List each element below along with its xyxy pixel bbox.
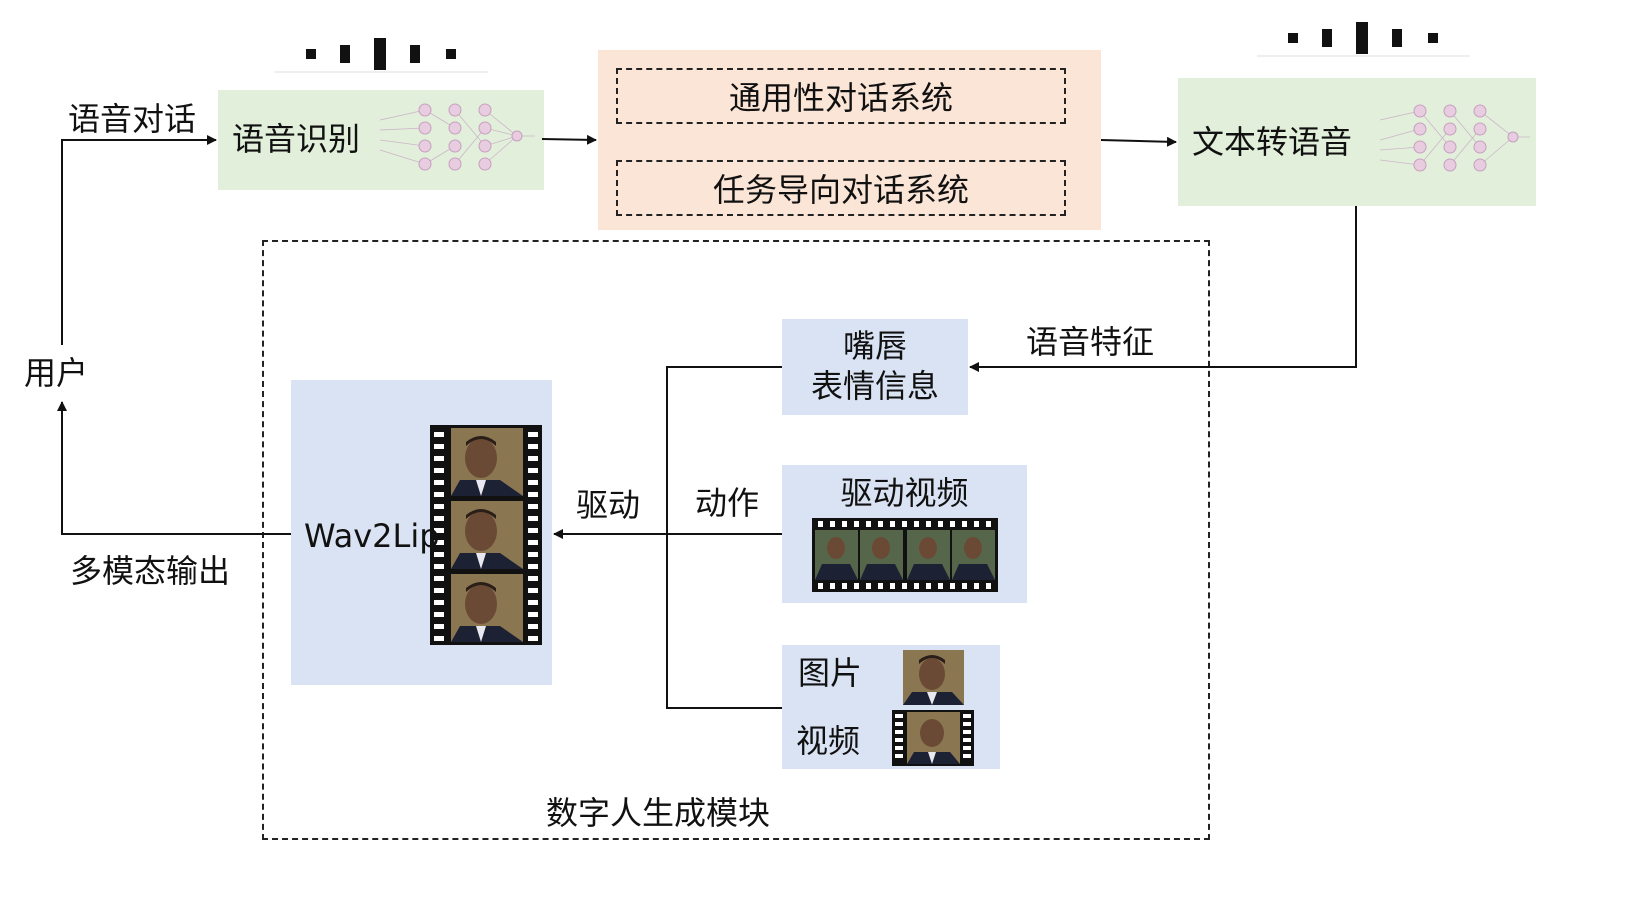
- task-dialog-box: 任务导向对话系统: [616, 160, 1066, 216]
- drive-label: 驱动: [576, 486, 641, 524]
- asr-audio-icon: [306, 38, 456, 70]
- action-label: 动作: [695, 484, 760, 522]
- general-dialog-label: 通用性对话系统: [728, 79, 953, 117]
- user-label: 用户: [24, 354, 89, 392]
- speech-feature-label: 语音特征: [1026, 323, 1155, 361]
- wav2lip-to-user-arrow: [57, 401, 291, 535]
- digital-human-module-frame: [262, 240, 1210, 840]
- user-to-asr-arrow: [61, 135, 217, 345]
- tts-audio-icon: [1288, 22, 1438, 54]
- lip-expression-label-line1: 嘴唇: [842, 327, 907, 365]
- lip-expression-box: [782, 319, 968, 415]
- asr-label: 语音识别: [232, 120, 361, 158]
- voice-dialog-label: 语音对话: [68, 100, 197, 138]
- video-label: 视频: [796, 722, 861, 760]
- drive-video-label: 驱动视频: [840, 474, 969, 512]
- dialog-system-box: [598, 50, 1101, 230]
- dialog-to-tts-arrow: [1100, 136, 1177, 147]
- image-label: 图片: [798, 654, 863, 692]
- module-title-label: 数字人生成模块: [546, 794, 771, 832]
- wav2lip-label: Wav2Lip: [304, 517, 440, 555]
- general-dialog-box: 通用性对话系统: [616, 68, 1066, 124]
- task-dialog-label: 任务导向对话系统: [712, 171, 969, 209]
- multimodal-output-label: 多模态输出: [70, 552, 231, 590]
- lip-expression-label-line2: 表情信息: [810, 367, 939, 405]
- asr-to-dialog-arrow: [541, 134, 597, 145]
- tts-label: 文本转语音: [1192, 123, 1353, 161]
